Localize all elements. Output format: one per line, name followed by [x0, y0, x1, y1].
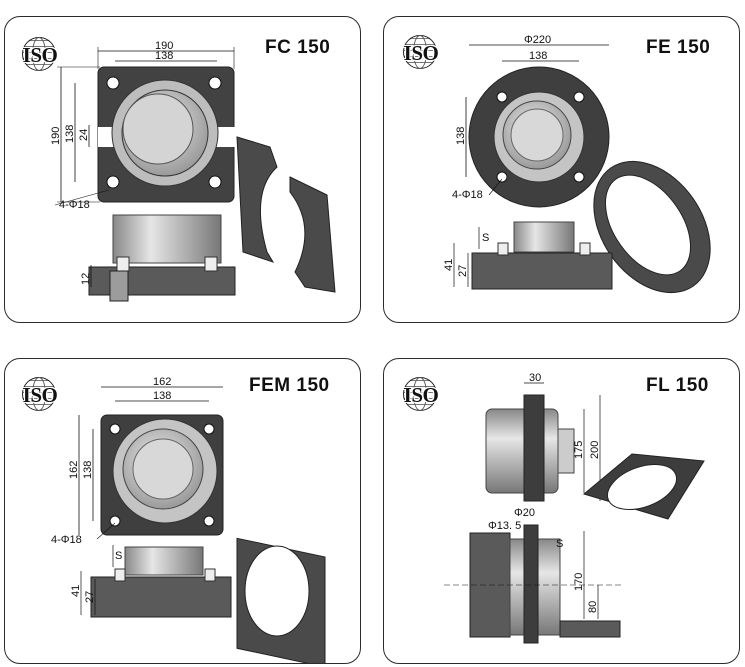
dim-d13: Φ13. 5 [488, 520, 521, 532]
fl150-drawing: 30 175 200 Φ20 Φ13. 5 S 170 80 [444, 372, 705, 644]
dim-height-inner: 138 [455, 127, 467, 145]
bolt-hole [496, 91, 508, 103]
bolt-hole [109, 515, 121, 527]
dim-holes: 4-Φ18 [51, 534, 82, 546]
iso-logo: ISO [398, 377, 444, 411]
bolt-right [204, 568, 216, 582]
bolt-shaft [109, 270, 129, 302]
panel-fl150: ISO FL 150 30 175 200 Φ20 Φ13. 5 S 170 8… [383, 358, 740, 664]
dim-h80: 80 [587, 601, 599, 613]
load-cell-cap [132, 438, 194, 500]
panel-fem150: ISO FEM 150 162 138 162 138 4-Φ18 [4, 358, 361, 664]
dim-diameter: Φ220 [524, 34, 551, 46]
bolt-right [579, 242, 591, 256]
dim-s: S [482, 232, 489, 244]
dim-h41: 41 [70, 585, 82, 597]
sensor-cylinder [124, 546, 204, 576]
dim-height-outer: 162 [68, 461, 80, 479]
bolt-hole [573, 171, 585, 183]
bolt-left [114, 568, 126, 582]
dim-width-inner: 138 [155, 50, 173, 62]
sensor-cylinder [513, 221, 575, 253]
fc150-drawing: 190 138 190 138 24 4-Φ18 12 [50, 40, 336, 302]
dim-width-outer: 162 [153, 376, 171, 388]
dim-height-inner: 138 [82, 461, 94, 479]
dim-s: S [115, 550, 122, 562]
globe-icon [403, 377, 437, 411]
iso-logo: ISO [17, 37, 63, 71]
panel-title: FL 150 [646, 375, 709, 396]
base-block [559, 620, 621, 638]
panel-title: FE 150 [646, 37, 711, 58]
dim-h170: 170 [573, 573, 585, 591]
load-cell-top [122, 93, 194, 165]
panel-title: FEM 150 [249, 375, 330, 396]
panel-title: FC 150 [265, 37, 331, 58]
mount-plate [523, 524, 539, 644]
dim-d20: Φ20 [514, 507, 535, 519]
dim-h27: 27 [84, 591, 96, 603]
dim-h175: 175 [573, 441, 585, 459]
dim-thickness: 12 [80, 273, 92, 285]
cap [557, 428, 575, 474]
ring-inner [606, 464, 678, 510]
flange-plate [523, 394, 545, 502]
bolt-left [497, 242, 509, 256]
sensor-cylinder [485, 408, 559, 494]
dim-holes: 4-Φ18 [59, 199, 90, 211]
bolt-hole [496, 171, 508, 183]
bolt-hole [109, 423, 121, 435]
iso-logo-text: ISO [403, 41, 439, 65]
dim-h41: 41 [443, 259, 455, 271]
dim-gap: 24 [78, 129, 90, 141]
split-flange-left [236, 136, 278, 263]
bolt-left [116, 256, 130, 272]
dim-w30: 30 [529, 372, 541, 384]
base-block [90, 576, 232, 618]
plate-slot [215, 127, 235, 147]
globe-icon [22, 37, 56, 71]
split-flange-right [289, 176, 336, 293]
dim-width-inner: 138 [529, 50, 547, 62]
dim-h27: 27 [457, 265, 469, 277]
bolt-hole [208, 175, 222, 189]
dim-width-inner: 138 [153, 390, 171, 402]
iso-logo: ISO [17, 377, 63, 411]
dim-height-inner: 138 [64, 125, 76, 143]
bolt-hole [203, 423, 215, 435]
globe-icon [22, 377, 56, 411]
panel-fc150: ISO FC 150 190 138 190 138 24 [4, 16, 361, 323]
dim-height-outer: 190 [50, 127, 62, 145]
bolt-right [204, 256, 218, 272]
fe150-drawing: Φ220 138 138 4-Φ18 S 41 27 [443, 34, 711, 294]
bolt-hole [573, 91, 585, 103]
ring-inner [244, 545, 310, 637]
dim-h200: 200 [589, 441, 601, 459]
load-cell-cap [510, 108, 564, 162]
base-block [471, 252, 613, 290]
ring-inner [604, 174, 692, 276]
iso-logo: ISO [398, 35, 444, 69]
bolt-hole [106, 76, 120, 90]
globe-icon [403, 35, 437, 69]
bolt-hole [208, 76, 222, 90]
panel-fe150: ISO FE 150 Φ220 138 138 4-Φ18 S [383, 16, 740, 323]
sensor-cylinder [112, 214, 222, 264]
dim-holes: 4-Φ18 [452, 189, 483, 201]
fem150-drawing: 162 138 162 138 4-Φ18 S 41 27 [51, 376, 326, 663]
dim-width-outer: 190 [155, 40, 173, 52]
iso-logo-text: ISO [403, 383, 439, 407]
bolt-hole [106, 175, 120, 189]
iso-logo-text: ISO [22, 383, 58, 407]
dim-s: S [556, 538, 563, 550]
bolt-hole [203, 515, 215, 527]
iso-logo-text: ISO [22, 43, 58, 67]
